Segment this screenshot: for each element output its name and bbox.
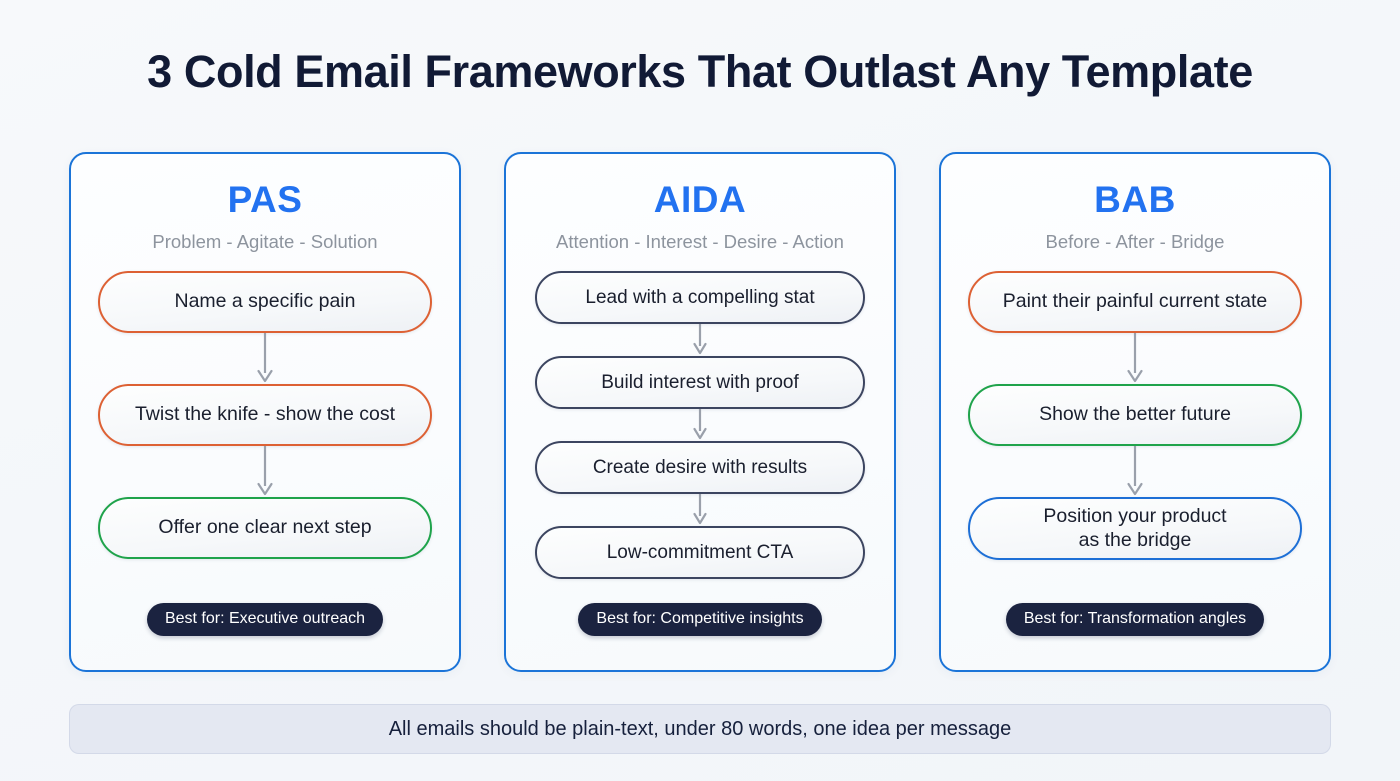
step-item[interactable]: Name a specific pain [98,270,432,333]
card-expansion-pas: Problem - Agitate - Solution [152,230,378,252]
step-item[interactable]: Low-commitment CTA [535,525,865,579]
step-item[interactable]: Paint their painful current state [968,270,1302,333]
steps-list-pas: Name a specific pain Twist the knife - s… [71,270,459,559]
step-item[interactable]: Create desire with results [535,440,865,494]
footer-note-text: All emails should be plain-text, under 8… [388,717,1012,740]
arrow-down-icon [255,332,275,384]
steps-list-bab: Paint their painful current state Show t… [941,270,1329,561]
page-title: 3 Cold Email Frameworks That Outlast Any… [147,46,1253,97]
arrow-down-icon [255,445,275,497]
card-acronym-aida: AIDA [653,179,747,220]
step-item[interactable]: Show the better future [968,383,1302,446]
framework-card-pas[interactable]: PAS Problem - Agitate - Solution Name a … [69,152,461,672]
status-badge: Best for: Executive outreach [146,603,384,636]
card-expansion-aida: Attention - Interest - Desire - Action [556,230,844,252]
status-badge: Best for: Competitive insights [578,603,822,636]
footer-note-bar: All emails should be plain-text, under 8… [69,704,1331,754]
framework-card-bab[interactable]: BAB Before - After - Bridge Paint their … [939,152,1331,672]
arrow-down-icon [1125,445,1145,497]
arrow-down-icon [690,493,710,526]
step-item[interactable]: Offer one clear next step [98,496,432,559]
step-item[interactable]: Twist the knife - show the cost [98,383,432,446]
card-acronym-pas: PAS [227,179,303,220]
step-item[interactable]: Position your product as the bridge [968,496,1302,561]
framework-card-aida[interactable]: AIDA Attention - Interest - Desire - Act… [504,152,896,672]
card-expansion-bab: Before - After - Bridge [1045,230,1225,252]
status-badge: Best for: Transformation angles [1005,603,1265,636]
step-item[interactable]: Lead with a compelling stat [535,270,865,324]
arrow-down-icon [1125,332,1145,384]
framework-cards-row: PAS Problem - Agitate - Solution Name a … [69,152,1331,672]
arrow-down-icon [690,408,710,441]
step-item[interactable]: Build interest with proof [535,355,865,409]
steps-list-aida: Lead with a compelling stat Build intere… [506,270,894,579]
arrow-down-icon [690,323,710,356]
card-acronym-bab: BAB [1094,179,1176,220]
